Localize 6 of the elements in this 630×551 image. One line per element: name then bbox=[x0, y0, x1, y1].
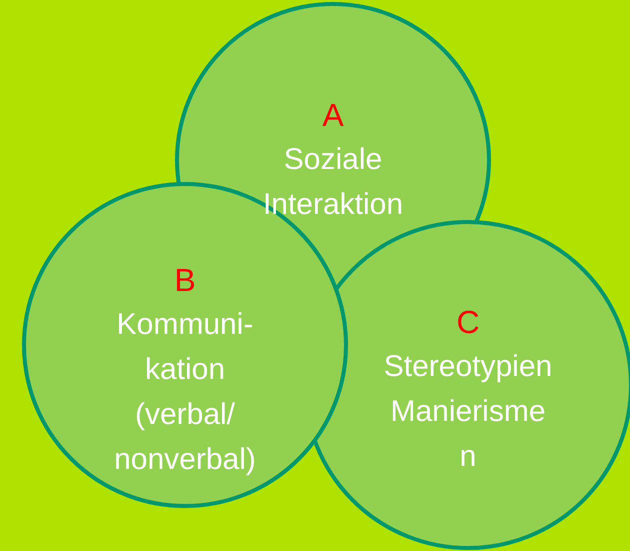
set-label: Stereotypien Manierisme n bbox=[382, 349, 554, 475]
set-letter: C bbox=[456, 303, 480, 342]
set-label: Kommuni- kation (verbal/ nonverbal) bbox=[113, 307, 257, 478]
set-letter: A bbox=[322, 96, 344, 135]
set-label: Soziale Interaktion bbox=[262, 142, 404, 223]
set-letter: B bbox=[174, 261, 196, 300]
